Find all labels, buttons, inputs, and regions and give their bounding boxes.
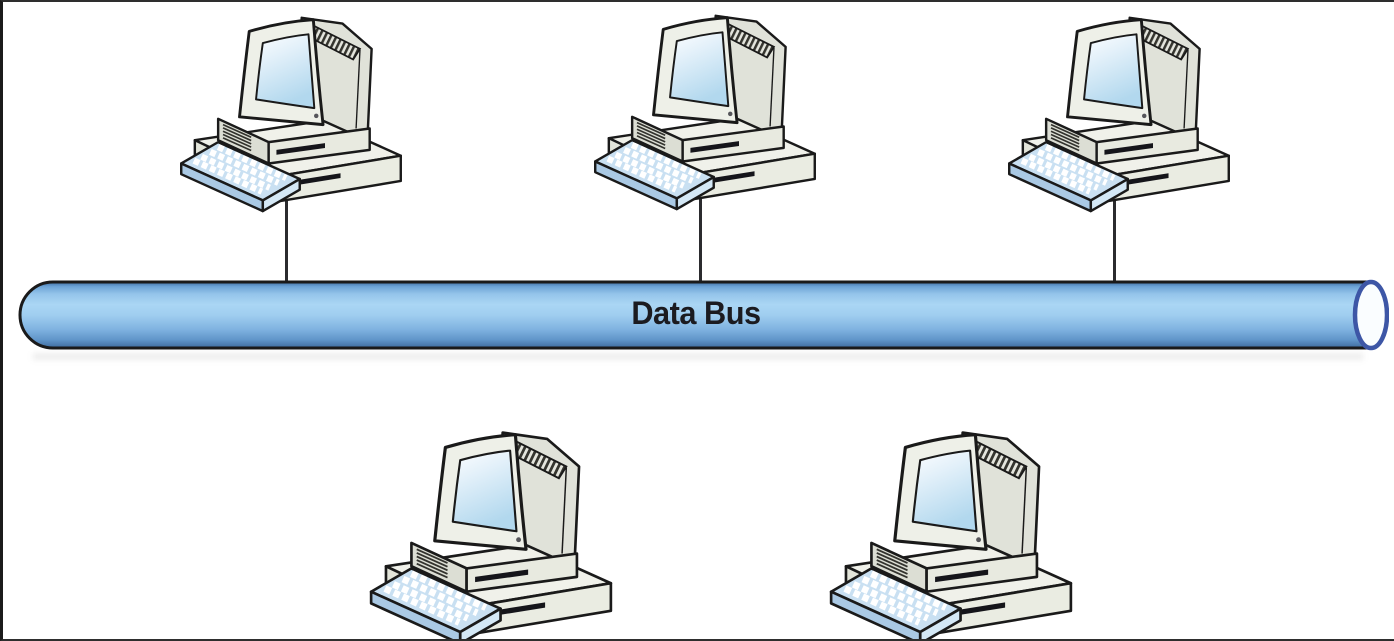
desktop-computer-icon xyxy=(179,10,403,214)
data-bus-pipe xyxy=(17,279,1390,351)
computer-node-5 xyxy=(829,424,1073,641)
desktop-computer-icon xyxy=(1007,10,1231,214)
bus-label: Data Bus xyxy=(631,295,761,331)
computer-node-4 xyxy=(369,424,613,641)
computer-node-3 xyxy=(1007,10,1231,214)
bus-cable-1 xyxy=(285,188,288,283)
bus-end-cap xyxy=(1352,279,1390,351)
computer-node-2 xyxy=(593,8,817,212)
bus-pipe-graphic xyxy=(18,279,1390,351)
computer-node-1 xyxy=(179,10,403,214)
bus-shadow xyxy=(33,353,1363,360)
bus-cable-2 xyxy=(699,186,702,283)
desktop-computer-icon xyxy=(829,424,1073,641)
desktop-computer-icon xyxy=(369,424,613,641)
bus-cable-3 xyxy=(1113,188,1116,283)
desktop-computer-icon xyxy=(593,8,817,212)
bus-pipe-body xyxy=(18,280,1373,350)
